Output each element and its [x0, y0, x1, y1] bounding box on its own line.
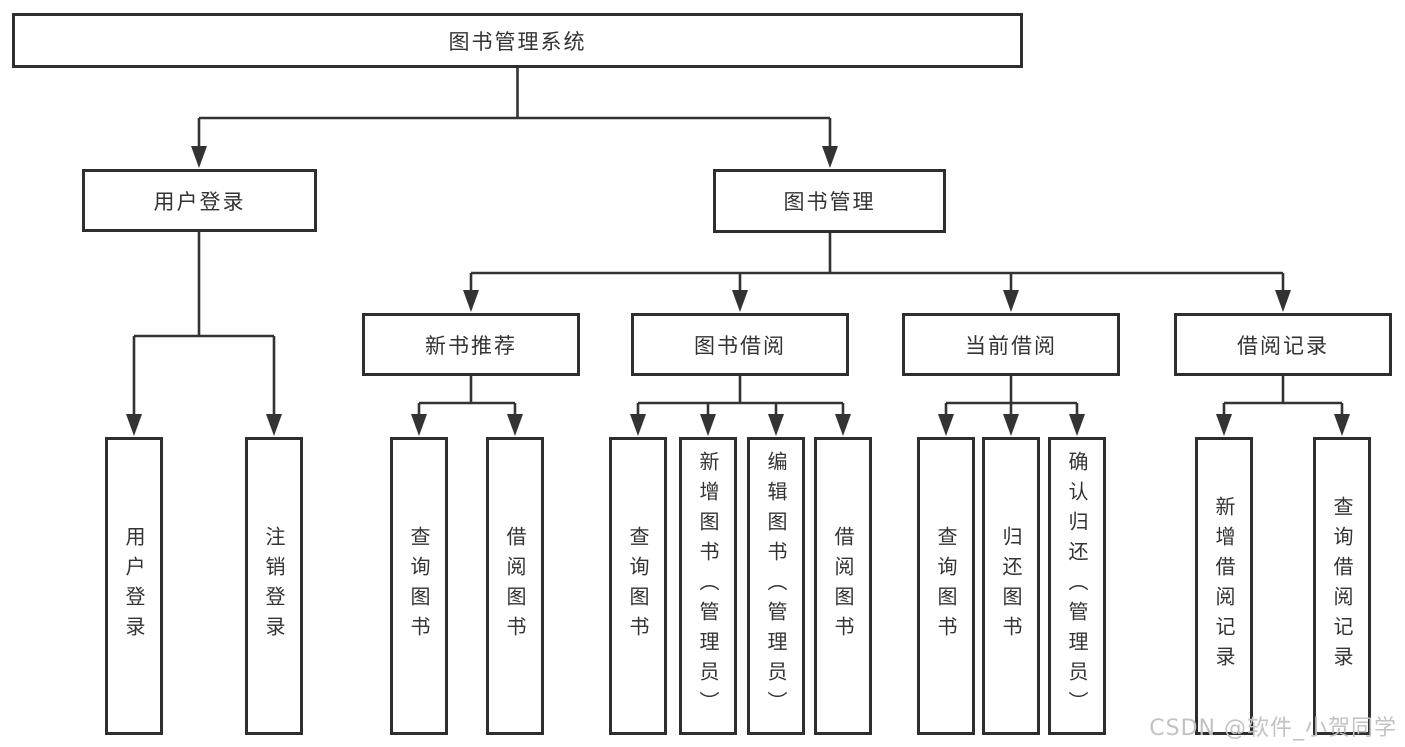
node-label: 用户登录 — [122, 526, 146, 646]
node-library-management-system: 图书管理系统 — [12, 13, 1023, 68]
node-label: 新增图书（管理员） — [696, 451, 720, 721]
leaf-return-books: 归还图书 — [982, 437, 1040, 735]
node-label: 图书管理系统 — [448, 29, 587, 54]
leaf-query-books: 查询图书 — [917, 437, 975, 735]
node-borrowing-records: 借阅记录 — [1174, 313, 1392, 376]
leaf-confirm-return-admin: 确认归还（管理员） — [1048, 437, 1106, 735]
node-label: 新书推荐 — [425, 333, 517, 358]
node-label: 归还图书 — [999, 526, 1023, 646]
leaf-logout: 注销登录 — [245, 437, 303, 735]
node-new-book-recommendation: 新书推荐 — [362, 313, 580, 376]
csdn-watermark: CSDN @软件_小贺同学 — [1149, 716, 1397, 741]
node-label: 确认归还（管理员） — [1065, 451, 1089, 721]
leaf-edit-books-admin: 编辑图书（管理员） — [747, 437, 805, 735]
node-label: 编辑图书（管理员） — [764, 451, 788, 721]
leaf-query-books: 查询图书 — [609, 437, 667, 735]
node-label: 查询借阅记录 — [1330, 496, 1354, 676]
leaf-add-books-admin: 新增图书（管理员） — [679, 437, 737, 735]
node-label: 新增借阅记录 — [1212, 496, 1236, 676]
node-book-management: 图书管理 — [713, 169, 946, 233]
leaf-borrow-books: 借阅图书 — [814, 437, 872, 735]
leaf-user-login: 用户登录 — [105, 437, 163, 735]
leaf-query-books: 查询图书 — [390, 437, 448, 735]
node-label: 借阅图书 — [831, 526, 855, 646]
node-label: 查询图书 — [626, 526, 650, 646]
node-label: 注销登录 — [262, 526, 286, 646]
node-label: 图书借阅 — [694, 333, 786, 358]
node-user-login: 用户登录 — [82, 169, 317, 232]
node-label: 借阅图书 — [503, 526, 527, 646]
node-book-borrowing: 图书借阅 — [631, 313, 849, 376]
node-label: 查询图书 — [934, 526, 958, 646]
leaf-add-borrow-record: 新增借阅记录 — [1195, 437, 1253, 735]
node-label: 用户登录 — [153, 189, 246, 214]
node-current-borrowing: 当前借阅 — [902, 313, 1120, 376]
leaf-query-borrow-record: 查询借阅记录 — [1313, 437, 1371, 735]
leaf-borrow-books: 借阅图书 — [486, 437, 544, 735]
node-label: 图书管理 — [783, 190, 876, 214]
node-label: 借阅记录 — [1237, 333, 1329, 358]
node-label: 查询图书 — [407, 526, 431, 646]
node-label: 当前借阅 — [965, 333, 1057, 358]
